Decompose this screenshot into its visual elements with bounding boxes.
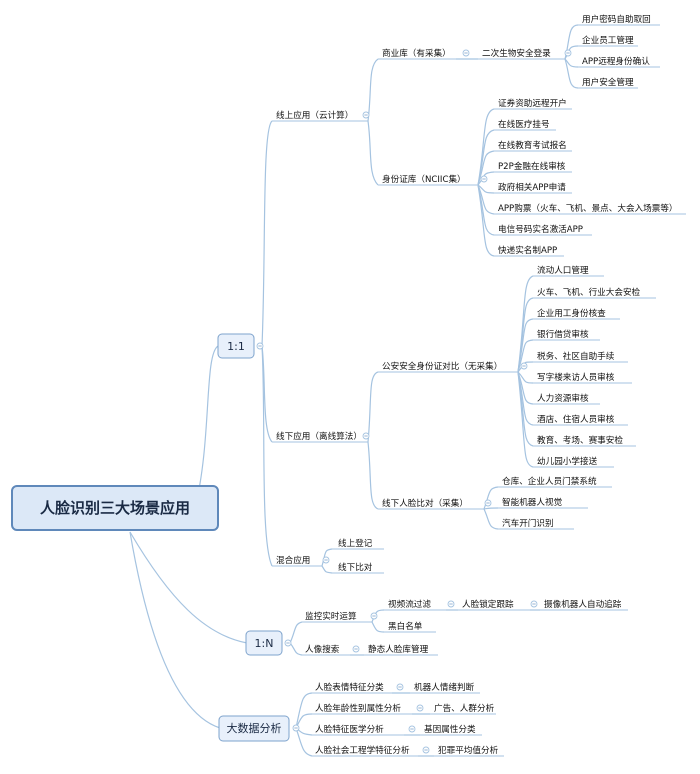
node-bigdata-analysis[interactable]: 人脸表情特征分类 (315, 681, 384, 693)
collapse-icon[interactable] (362, 432, 370, 440)
collapse-icon[interactable] (352, 645, 360, 653)
leaf-bigdata-result[interactable]: 犯罪平均值分析 (438, 744, 499, 756)
leaf-secondary-item[interactable]: 用户密码自助取回 (582, 13, 651, 25)
hub-big-data[interactable]: 大数据分析 (218, 715, 290, 742)
node-bigdata-analysis[interactable]: 人脸特征医学分析 (315, 723, 384, 735)
node-secondary-bio-login[interactable]: 二次生物安全登录 (482, 47, 551, 59)
hub-one-to-n[interactable]: 1:N (245, 630, 283, 656)
leaf-police-item[interactable]: 火车、飞机、行业大会安检 (537, 286, 641, 298)
connectors (129, 24, 579, 757)
leaf-secondary-item[interactable]: 用户安全管理 (582, 76, 634, 88)
hub-one-to-one[interactable]: 1:1 (217, 333, 255, 359)
leaf-static-face-db[interactable]: 静态人脸库管理 (368, 643, 429, 655)
collapse-icon[interactable] (284, 639, 292, 647)
collapse-icon[interactable] (408, 725, 416, 733)
leaf-face-item[interactable]: 仓库、企业人员门禁系统 (502, 475, 597, 487)
collapse-icon[interactable] (480, 175, 488, 183)
leaf-face-item[interactable]: 汽车开门识别 (502, 517, 554, 529)
leaf-black-white-list[interactable]: 黑白名单 (388, 620, 423, 632)
leaf-police-item[interactable]: 酒店、住宿人员审核 (537, 413, 615, 425)
central-node[interactable]: 人脸识别三大场景应用 (11, 485, 219, 531)
node-offline-apps[interactable]: 线下应用（离线算法） (276, 430, 362, 442)
leaf-police-item[interactable]: 写字楼来访人员审核 (537, 371, 615, 383)
leaf-id-item[interactable]: 在线教育考试报名 (498, 139, 567, 151)
collapse-icon[interactable] (322, 556, 330, 564)
collapse-icon[interactable] (416, 704, 424, 712)
collapse-icon[interactable] (564, 49, 572, 57)
collapse-icon[interactable] (256, 342, 264, 350)
collapse-toggles (256, 49, 572, 754)
leaf-bigdata-result[interactable]: 机器人情绪判断 (414, 681, 475, 693)
node-face-lock-tracking[interactable]: 人脸锁定跟踪 (462, 598, 514, 610)
hub-one-to-n-label: 1:N (255, 637, 274, 650)
leaf-police-item[interactable]: 流动人口管理 (537, 264, 589, 276)
central-node-label: 人脸识别三大场景应用 (40, 499, 190, 517)
collapse-icon[interactable] (370, 612, 378, 620)
leaf-mixed-item[interactable]: 线上登记 (338, 537, 373, 549)
collapse-icon[interactable] (484, 499, 492, 507)
leaf-id-item[interactable]: APP购票（火车、飞机、景点、大会入场票等） (498, 202, 678, 214)
leaf-face-item[interactable]: 智能机器人视觉 (502, 496, 563, 508)
underlines (272, 24, 686, 757)
leaf-id-item[interactable]: 在线医疗挂号 (498, 118, 550, 130)
leaf-secondary-item[interactable]: APP远程身份确认 (582, 55, 650, 67)
leaf-police-item[interactable]: 企业用工身份核查 (537, 307, 606, 319)
collapse-icon[interactable] (422, 746, 430, 754)
leaf-id-item[interactable]: 政府相关APP申请 (498, 181, 566, 193)
node-realtime-monitoring[interactable]: 监控实时运算 (305, 610, 357, 622)
leaf-secondary-item[interactable]: 企业员工管理 (582, 34, 634, 46)
node-online-apps[interactable]: 线上应用（云计算） (276, 109, 353, 121)
leaf-police-item[interactable]: 税务、社区自助手续 (537, 350, 615, 362)
collapse-icon[interactable] (520, 362, 528, 370)
hub-big-data-label: 大数据分析 (227, 721, 282, 735)
leaf-id-item[interactable]: P2P金融在线审核 (498, 160, 566, 172)
leaf-id-item[interactable]: 快递实名制APP (498, 244, 557, 256)
leaf-police-item[interactable]: 教育、考场、赛事安检 (537, 434, 623, 446)
node-commercial-db[interactable]: 商业库（有采集） (382, 47, 451, 59)
leaf-camera-robot-tracking[interactable]: 摄像机器人自动追踪 (544, 598, 622, 610)
collapse-icon[interactable] (530, 600, 538, 608)
node-police-id-compare[interactable]: 公安安全身份证对比（无采集） (382, 360, 502, 372)
leaf-bigdata-result[interactable]: 基因属性分类 (424, 723, 476, 735)
node-id-db[interactable]: 身份证库（NCIIC集） (382, 173, 466, 185)
leaf-police-item[interactable]: 银行借贷审核 (537, 328, 589, 340)
leaf-mixed-item[interactable]: 线下比对 (338, 561, 373, 573)
leaf-id-item[interactable]: 电信号码实名激活APP (498, 223, 583, 235)
node-portrait-search[interactable]: 人像搜索 (305, 643, 340, 655)
leaf-police-item[interactable]: 幼儿园小学接送 (537, 455, 598, 467)
leaf-id-item[interactable]: 证券资助远程开户 (498, 97, 567, 109)
node-video-stream-filter[interactable]: 视频流过滤 (388, 598, 431, 610)
collapse-icon[interactable] (292, 724, 300, 732)
node-bigdata-analysis[interactable]: 人脸社会工程学特征分析 (315, 744, 410, 756)
node-mixed-apps[interactable]: 混合应用 (276, 554, 310, 566)
node-bigdata-analysis[interactable]: 人脸年龄性别属性分析 (315, 702, 401, 714)
node-offline-face-compare[interactable]: 线下人脸比对（采集） (382, 497, 468, 509)
collapse-icon[interactable] (396, 683, 404, 691)
leaf-bigdata-result[interactable]: 广告、人群分析 (434, 702, 495, 714)
collapse-icon[interactable] (447, 600, 455, 608)
collapse-icon[interactable] (362, 111, 370, 119)
hub-one-to-one-label: 1:1 (227, 340, 245, 353)
collapse-icon[interactable] (462, 49, 470, 57)
leaf-police-item[interactable]: 人力资源审核 (537, 392, 589, 404)
